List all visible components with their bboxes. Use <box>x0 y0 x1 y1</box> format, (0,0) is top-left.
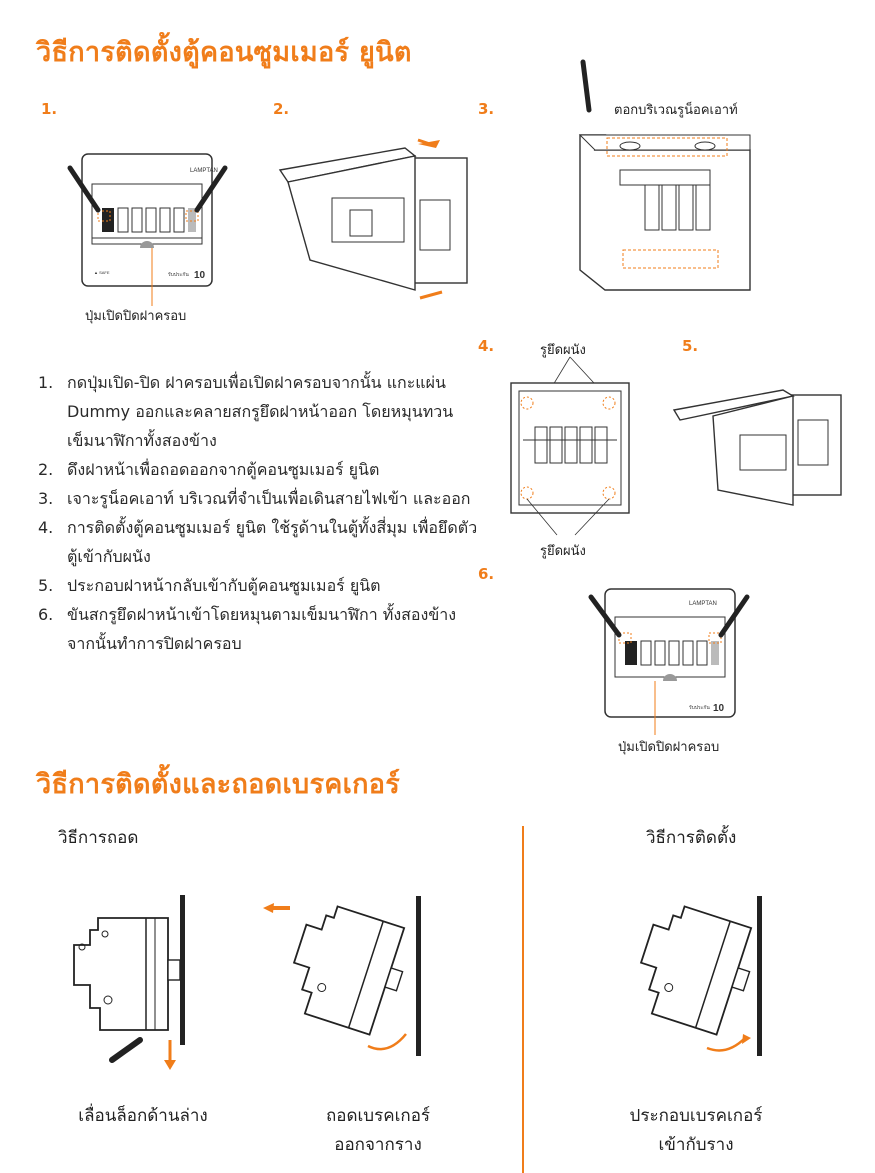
list-item: 1.กดปุ่มเปิด-ปิด ฝาครอบเพื่อเปิดฝาครอบจา… <box>38 373 454 450</box>
section-title-breaker: วิธีการติดตั้งและถอดเบรคเกอร์ <box>36 769 401 800</box>
label-removal: วิธีการถอด <box>58 828 139 848</box>
illustration-step5-attach-cover <box>672 389 842 506</box>
caption-cover-button-6: ปุ่มเปิดปิดฝาครอบ <box>618 740 720 755</box>
caption-slide-lock: เลื่อนล็อกด้านล่าง <box>78 1106 208 1126</box>
illustration-step6-consumer-unit: LAMPTAN รับประกัน 10 <box>588 588 750 735</box>
list-item: 4.การติดตั้งตู้คอนซูมเมอร์ ยูนิต ใช้รูด้… <box>38 518 478 566</box>
svg-text:▲ SAFE: ▲ SAFE <box>94 270 110 275</box>
brand-label: LAMPTAN <box>190 168 218 174</box>
caption-knockout: ตอกบริเวณรูน็อคเอาท์ <box>614 103 738 118</box>
install-steps-list: 1.กดปุ่มเปิด-ปิด ฝาครอบเพื่อเปิดฝาครอบจา… <box>38 368 478 658</box>
caption-install-line1: ประกอบเบรคเกอร์ <box>629 1106 763 1126</box>
warranty-badge: 10 <box>194 270 206 281</box>
step-number-3: 3. <box>478 100 495 118</box>
list-item: 6.ขันสกรูยึดฝาหน้าเข้าโดยหมุนตามเข็มนาฬิ… <box>38 605 457 653</box>
illustration-breaker-install <box>639 896 762 1056</box>
section-title-install-consumer-unit: วิธีการติดตั้งตู้คอนซูมเมอร์ ยูนิต <box>36 37 412 68</box>
svg-text:รับประกัน: รับประกัน <box>168 272 189 278</box>
illustration-step1-consumer-unit: LAMPTAN ▲ SAFE รับประกัน 10 <box>67 153 228 306</box>
caption-install-line2: เข้ากับราง <box>658 1135 734 1155</box>
illustration-step4-wall-holes <box>510 356 630 536</box>
caption-remove-breaker: ถอดเบรคเกอร์ ออกจากราง <box>278 1102 478 1160</box>
caption-remove-line1: ถอดเบรคเกอร์ <box>325 1106 431 1126</box>
step-number-4: 4. <box>478 337 495 355</box>
warranty-badge-6: 10 <box>713 703 725 714</box>
illustration-breaker-remove <box>263 896 421 1056</box>
caption-wall-holes-bottom: รูยึดผนัง <box>540 544 586 559</box>
list-item: 2.ดึงฝาหน้าเพื่อถอดออกจากตู้คอนซูมเมอร์ … <box>38 460 380 479</box>
step-number-1: 1. <box>41 100 58 118</box>
step-number-2: 2. <box>273 100 290 118</box>
svg-text:รับประกัน: รับประกัน <box>689 705 710 711</box>
step-number-5: 5. <box>682 337 699 355</box>
list-item: 5.ประกอบฝาหน้ากลับเข้ากับตู้คอนซูมเมอร์ … <box>38 576 381 595</box>
caption-remove-line2: ออกจากราง <box>334 1135 422 1155</box>
illustration-step3-knockout <box>578 59 751 291</box>
illustration-breaker-slide-lock <box>73 895 185 1070</box>
brand-label-6: LAMPTAN <box>689 601 717 607</box>
caption-wall-holes-top: รูยึดผนัง <box>540 343 586 358</box>
list-item: 3.เจาะรูน็อคเอาท์ บริเวณที่จำเป็นเพื่อเด… <box>38 489 471 508</box>
step-number-6: 6. <box>478 565 495 583</box>
caption-cover-button-1: ปุ่มเปิดปิดฝาครอบ <box>85 309 187 324</box>
section-divider <box>522 826 524 1173</box>
caption-install-breaker: ประกอบเบรคเกอร์ เข้ากับราง <box>596 1102 796 1160</box>
label-install: วิธีการติดตั้ง <box>646 828 737 848</box>
illustration-step2-remove-cover <box>278 138 468 300</box>
